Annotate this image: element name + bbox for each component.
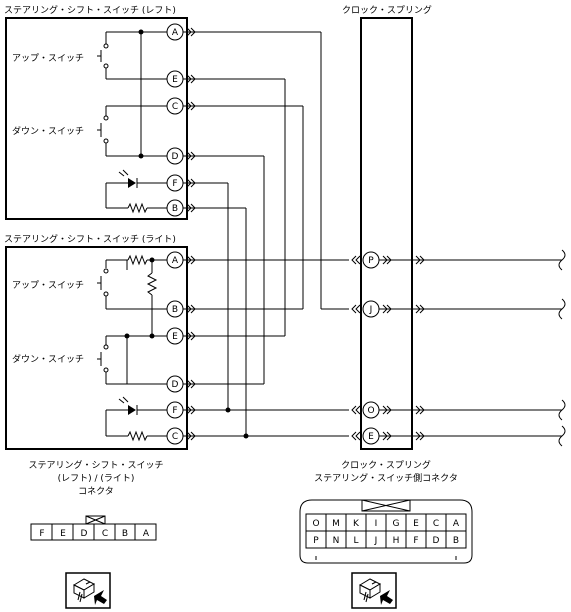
- right-connector-face: O M K I G E C A P N L J H F D B: [299, 499, 473, 564]
- left-pin-b: B: [172, 204, 178, 214]
- right-conn-cell: D: [433, 536, 440, 546]
- clock-pin-p: P: [368, 256, 374, 266]
- left-pin-a: A: [172, 28, 179, 38]
- left-switch-box: [5, 17, 188, 220]
- right-conn-cell: L: [353, 536, 358, 546]
- left-conn-cell: F: [39, 529, 44, 539]
- right-conn-cell: H: [393, 536, 400, 546]
- right-conn-cell: P: [313, 536, 319, 546]
- right-switch-box: [5, 246, 188, 450]
- wiring-harness: [183, 31, 349, 439]
- right-pin-c: C: [172, 432, 178, 442]
- left-pin-e: E: [172, 75, 178, 85]
- left-conn-cell: E: [60, 529, 66, 539]
- right-down-switch-label: ダウン・スイッチ: [12, 353, 84, 365]
- left-pin-group: A E C D F B: [166, 23, 184, 217]
- right-conn-cell: G: [393, 519, 400, 529]
- right-conn-cell: I: [375, 519, 378, 529]
- left-connector-caption-1: ステアリング・シフト・スイッチ: [28, 459, 163, 471]
- clock-pin-o: O: [367, 406, 374, 416]
- right-conn-cell: C: [433, 519, 439, 529]
- left-down-switch-label: ダウン・スイッチ: [12, 125, 84, 137]
- right-conn-cell: A: [453, 519, 460, 529]
- clock-spring-title: クロック・スプリング: [342, 4, 432, 16]
- right-conn-cell: F: [413, 536, 418, 546]
- left-connector-face: F E D C B A: [30, 515, 157, 541]
- right-pin-d: D: [172, 380, 179, 390]
- right-pin-e: E: [172, 332, 178, 342]
- right-pin-group: A B E D F C: [166, 251, 184, 445]
- clock-pin-j: J: [369, 305, 373, 315]
- right-conn-cell: J: [374, 536, 378, 546]
- right-conn-cell: O: [312, 519, 319, 529]
- right-switch-internals: [97, 254, 167, 442]
- left-connector-caption-3: コネクタ: [78, 486, 114, 497]
- clock-spring-pins: P J O E: [362, 251, 380, 445]
- right-up-switch-label: アップ・スイッチ: [12, 280, 84, 291]
- right-conn-cell: N: [333, 536, 340, 546]
- left-pin-f: F: [172, 179, 177, 189]
- left-up-switch-label: アップ・スイッチ: [12, 53, 84, 64]
- right-conn-cell: K: [353, 519, 360, 529]
- left-pin-d: D: [172, 152, 179, 162]
- right-conn-cell: M: [332, 519, 340, 529]
- left-connector-caption-2: (レフト) / (ライト): [58, 473, 135, 484]
- clock-spring-box: [360, 17, 413, 450]
- right-conn-cell: B: [453, 536, 459, 546]
- right-pin-f: F: [172, 406, 177, 416]
- connector-view-icon: [65, 572, 111, 609]
- left-conn-cell: D: [81, 529, 88, 539]
- left-conn-cell: A: [143, 529, 150, 539]
- right-pin-b: B: [172, 305, 178, 315]
- connector-view-icon: [351, 572, 397, 609]
- left-switch-internals: [97, 29, 167, 214]
- clock-pin-e: E: [368, 432, 374, 442]
- right-pin-a: A: [172, 256, 179, 266]
- left-conn-cell: B: [122, 529, 128, 539]
- right-connector-caption-2: ステアリング・スイッチ側コネクタ: [314, 472, 458, 484]
- clock-spring-outputs: [186, 27, 566, 447]
- left-pin-c: C: [172, 102, 178, 112]
- right-conn-cell: E: [413, 519, 419, 529]
- left-conn-cell: C: [102, 529, 108, 539]
- right-connector-caption-1: クロック・スプリング: [341, 459, 431, 471]
- left-switch-title: ステアリング・シフト・スイッチ (レフト): [4, 4, 176, 16]
- right-switch-title: ステアリング・シフト・スイッチ (ライト): [4, 233, 176, 245]
